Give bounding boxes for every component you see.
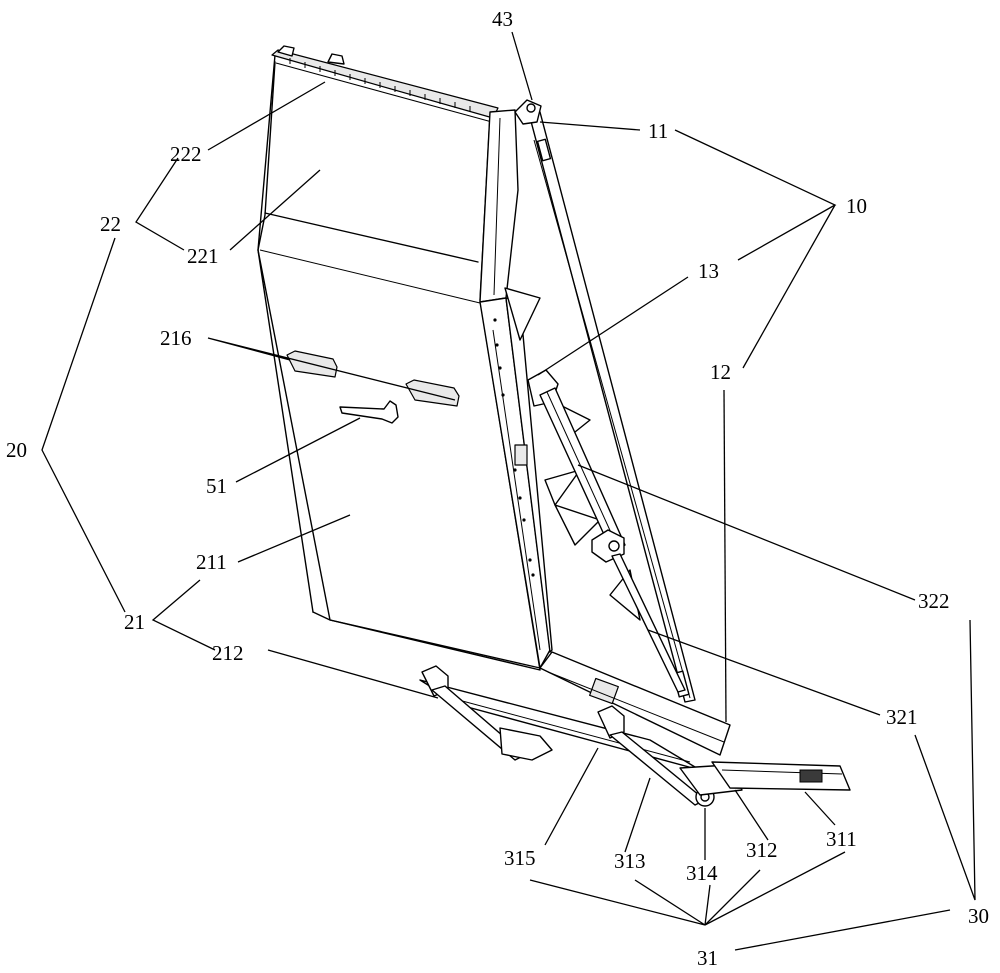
leader-315 <box>544 747 599 846</box>
label-315: 315 <box>504 846 536 870</box>
leader-313 <box>624 777 651 853</box>
panel-handles <box>286 350 460 424</box>
leader-311 <box>804 791 836 826</box>
panel-fold-line <box>264 212 479 263</box>
strut-inner-line <box>533 139 691 699</box>
strut-top-bracket-43 <box>514 99 542 125</box>
label-22: 22 <box>100 212 121 236</box>
leader-31-c <box>704 869 761 926</box>
label-13: 13 <box>698 259 719 283</box>
leader-321 <box>647 629 881 716</box>
cylinder-mid-pin <box>608 540 620 552</box>
leader-30 <box>914 619 976 901</box>
frame-bolt-holes <box>493 318 535 577</box>
leader-13 <box>537 276 689 376</box>
leader-20 <box>41 237 126 613</box>
gusset-upper <box>504 287 541 341</box>
label-221: 221 <box>187 244 219 268</box>
base-plate-line <box>439 694 691 763</box>
hinge-strip-body <box>271 49 499 119</box>
leader-212 <box>267 649 439 699</box>
top-hinge-lug-left <box>277 45 295 57</box>
label-43: 43 <box>492 7 513 31</box>
hydraulic-cylinder <box>527 369 686 693</box>
cylinder-mid-clevis <box>591 529 625 563</box>
handle-right <box>405 379 460 407</box>
label-322: 322 <box>918 589 950 613</box>
label-216: 216 <box>160 326 192 350</box>
gusset-mid-2 <box>544 469 581 506</box>
strut-sleeve <box>536 138 552 162</box>
leader-211 <box>237 514 351 563</box>
mid-bracket <box>597 705 625 739</box>
hinge-strip-teeth <box>289 58 471 112</box>
leader-22 <box>135 157 185 251</box>
label-11: 11 <box>648 119 668 143</box>
label-51: 51 <box>206 474 227 498</box>
rail-311 <box>711 761 851 791</box>
bottom-linkage <box>419 665 851 807</box>
label-12: 12 <box>710 360 731 384</box>
panel-fold-line-2 <box>259 249 481 304</box>
frame-bottom-beam-line <box>547 671 725 743</box>
label-21: 21 <box>124 610 145 634</box>
label-311: 311 <box>826 827 857 851</box>
leader-10b <box>742 204 836 369</box>
label-30: 30 <box>968 904 989 928</box>
leader-322 <box>577 464 916 601</box>
frame-upper-beam-inner <box>493 117 501 296</box>
left-foot <box>499 727 553 761</box>
gusset-lower-1 <box>554 504 601 546</box>
panel-bottom-edge <box>312 611 541 669</box>
panel-edge-left <box>257 61 314 613</box>
leader-312 <box>734 789 769 841</box>
label-212: 212 <box>212 641 244 665</box>
leader-222 <box>207 81 326 151</box>
label-313: 313 <box>614 849 646 873</box>
leader-31-30 <box>734 909 951 951</box>
frame-latch-block <box>514 444 528 466</box>
leader-31-a <box>529 879 706 926</box>
cylinder-barrel-line <box>546 391 619 549</box>
leader-216 <box>207 337 456 401</box>
leader-31-b <box>704 884 711 926</box>
top-hinge-strip <box>271 45 499 123</box>
leader-221 <box>229 169 321 251</box>
cylinder-rod <box>611 553 686 693</box>
label-314: 314 <box>686 861 718 885</box>
hinge-strip-line <box>275 62 493 123</box>
leader-21 <box>151 579 216 651</box>
rail-311-end <box>799 769 823 783</box>
leader-43 <box>511 31 533 101</box>
label-31: 31 <box>697 946 718 970</box>
frame-upper-beam <box>479 109 519 303</box>
leader-31-d <box>704 851 846 926</box>
label-312: 312 <box>746 838 778 862</box>
reference-labels: 43 11 10 222 22 221 13 12 216 20 51 211 … <box>6 7 989 970</box>
leader-12 <box>723 389 727 723</box>
strut-top-pin <box>526 103 536 113</box>
label-10: 10 <box>846 194 867 218</box>
panel-assembly <box>257 54 541 671</box>
label-20: 20 <box>6 438 27 462</box>
label-211: 211 <box>196 550 227 574</box>
frame-bottom-beam <box>539 651 731 756</box>
top-hinge-lug-mid <box>327 53 345 65</box>
leader-51 <box>235 417 361 483</box>
leader-lines <box>41 31 976 951</box>
leader-11 <box>539 121 641 131</box>
latch-51 <box>339 400 399 424</box>
diagonal-strut <box>514 99 696 703</box>
frame-dashline <box>492 329 541 651</box>
label-321: 321 <box>886 705 918 729</box>
label-222: 222 <box>170 142 202 166</box>
leader-10 <box>674 129 837 261</box>
